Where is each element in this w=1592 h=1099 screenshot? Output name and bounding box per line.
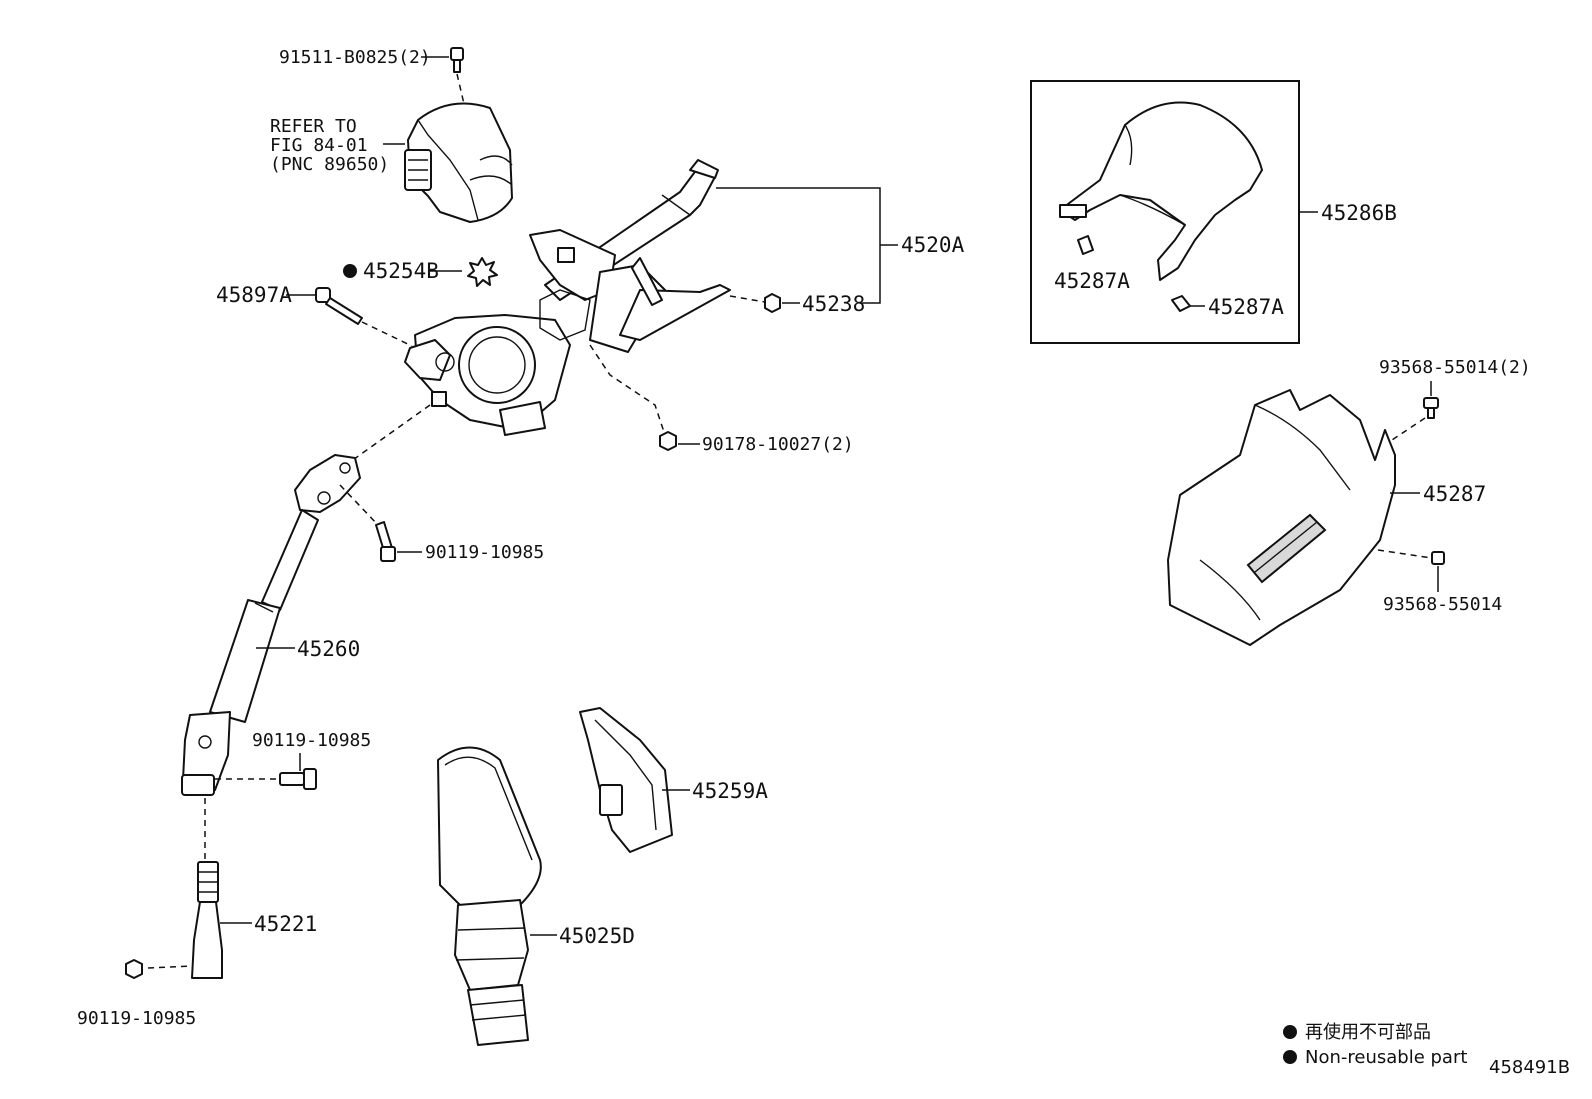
label-45897a: 45897A	[216, 283, 292, 307]
screw-93568-55014	[1431, 551, 1445, 565]
clip-45287a-left	[1077, 235, 1094, 255]
label-45254b: 45254B	[363, 259, 439, 283]
label-refer-to: REFER TO	[270, 116, 357, 137]
legend-bullet-en	[1283, 1050, 1297, 1064]
bolt-91511-b0825	[450, 47, 464, 73]
label-45025d: 45025D	[559, 924, 635, 948]
dust-boot-45025d	[437, 746, 542, 1046]
label-45221: 45221	[254, 912, 317, 936]
dash-90119-upper	[339, 484, 379, 526]
label-45287a-right: 45287A	[1208, 295, 1284, 319]
dash-45238	[729, 295, 766, 303]
label-45260: 45260	[297, 637, 360, 661]
dash-93568	[1377, 549, 1433, 559]
label-90119-mid: 90119-10985	[252, 730, 371, 751]
label-91511-b0825: 91511-B0825(2)	[279, 47, 431, 68]
non-reusable-mark	[343, 264, 357, 278]
actuator-motor-assembly	[404, 102, 513, 223]
legend: 再使用不可部品 Non-reusable part	[1283, 1022, 1467, 1068]
figure-code: 458491B	[1489, 1057, 1570, 1078]
shaft-45221	[191, 861, 223, 979]
bolt-90119-upper	[375, 521, 396, 562]
clip-45259a	[579, 707, 673, 853]
dash-93568-2	[1391, 417, 1426, 441]
label-90119-upper: 90119-10985	[425, 542, 544, 563]
bolt-45897a	[315, 287, 363, 325]
nut-90119-lower	[125, 959, 143, 979]
dash-91511	[456, 73, 491, 216]
steering-column-4520a	[404, 159, 731, 436]
nut-45238	[764, 293, 781, 313]
dash-column-to-shaft	[349, 404, 431, 463]
dash-90119-lower	[147, 965, 193, 969]
label-45287a-left: 45287A	[1054, 269, 1130, 293]
nut-90178-10027	[659, 431, 677, 451]
label-93568-55014-2: 93568-55014(2)	[1379, 357, 1531, 378]
part-45254b-star-washer	[467, 257, 498, 287]
label-45287: 45287	[1423, 482, 1486, 506]
upper-cover-45286b	[1059, 101, 1263, 281]
label-45286b: 45286B	[1321, 201, 1397, 225]
label-90178-10027: 90178-10027(2)	[702, 434, 854, 455]
bracket-4520a	[716, 187, 881, 304]
label-45238: 45238	[802, 292, 865, 316]
dash-45897a	[361, 321, 413, 347]
clip-45287a-right	[1171, 295, 1191, 312]
legend-english: Non-reusable part	[1305, 1047, 1467, 1068]
dash-90178	[589, 344, 666, 436]
label-90119-lower: 90119-10985	[77, 1008, 196, 1029]
label-refer-pnc: (PNC 89650)	[270, 154, 389, 175]
legend-bullet-jp	[1283, 1025, 1297, 1039]
label-45259a: 45259A	[692, 779, 768, 803]
label-refer-fig: FIG 84-01	[270, 135, 368, 156]
lower-cover-45287	[1167, 389, 1396, 646]
screw-93568-55014-2	[1423, 397, 1439, 419]
legend-japanese: 再使用不可部品	[1305, 1022, 1431, 1043]
bolt-90119-mid	[279, 768, 317, 790]
label-93568-55014: 93568-55014	[1383, 594, 1502, 615]
intermediate-shaft-45260	[181, 454, 361, 796]
label-4520a: 4520A	[901, 233, 965, 257]
